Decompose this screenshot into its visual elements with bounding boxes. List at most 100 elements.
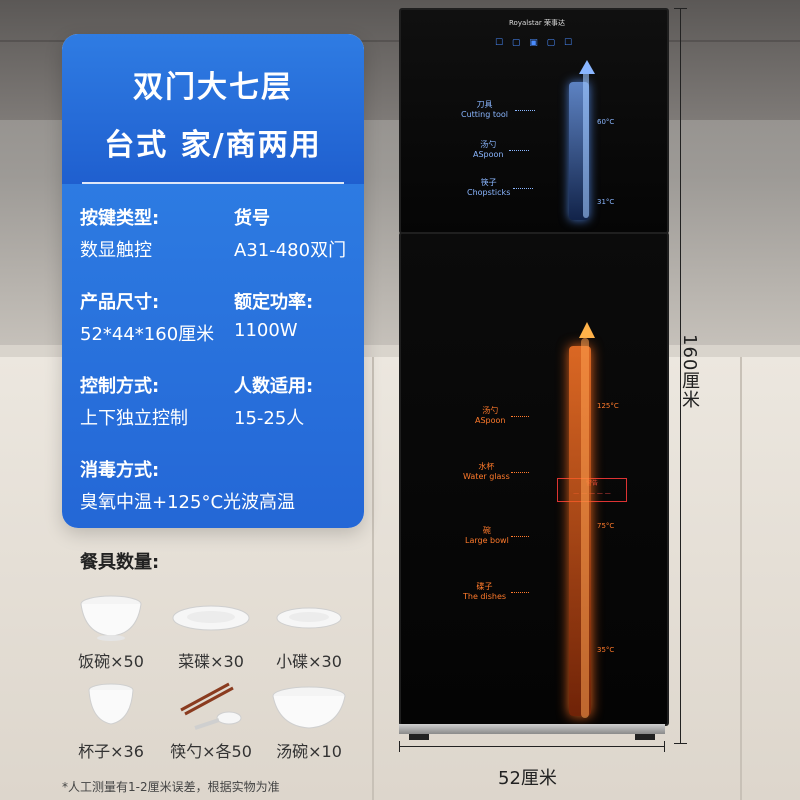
shelf-item-label: 汤勺 ASpoon <box>473 140 504 160</box>
item-en: ASpoon <box>475 416 506 425</box>
tableware-item: 菜碟×30 <box>166 590 256 672</box>
spec-card-header: 双门大七层 台式 家/商两用 <box>62 34 364 184</box>
dimension-cap <box>399 741 400 752</box>
temp-label: 35°C <box>597 646 615 654</box>
warning-text: 警告 <box>585 480 598 487</box>
cabinet-foot <box>635 734 655 740</box>
dotted-leader <box>511 592 529 593</box>
height-label: 160厘米 <box>679 334 700 410</box>
spec-label: 额定功率: <box>234 292 314 313</box>
tableware-item: 饭碗×50 <box>66 590 156 672</box>
item-cn: 刀具 <box>476 100 493 109</box>
touch-panel: ☐ ▢ ▣ ▢ ☐ <box>495 38 576 48</box>
shelf-item-label: 碟子 The dishes <box>463 582 506 602</box>
warning-label: 警告— — — — — <box>557 478 627 502</box>
spec-body: 按键类型: 数显触控 货号 A31-480双门 产品尺寸: 52*44*160厘… <box>62 184 364 528</box>
spec-label: 人数适用: <box>234 376 314 397</box>
item-cn: 水杯 <box>478 462 495 471</box>
shelf-item-label: 刀具 Cutting tool <box>461 100 508 120</box>
cabinet-seam <box>372 357 374 800</box>
spec-value: 1100W <box>234 320 298 341</box>
tableware-item: 小碟×30 <box>264 590 354 672</box>
dotted-leader <box>511 536 529 537</box>
item-en: The dishes <box>463 592 507 601</box>
dotted-leader <box>511 416 529 417</box>
temp-label: 60°C <box>597 118 615 126</box>
item-en: ASpoon <box>473 150 504 159</box>
height-dimension <box>674 8 687 744</box>
cabinet-foot <box>409 734 429 740</box>
spec-cell: 控制方式: 上下独立控制 <box>80 372 188 430</box>
tableware-item: 杯子×36 <box>66 680 156 762</box>
dimension-cap <box>664 741 665 752</box>
spec-cell: 产品尺寸: 52*44*160厘米 <box>80 288 214 346</box>
spec-value: 52*44*160厘米 <box>80 324 215 345</box>
tableware-label: 杯子×36 <box>78 742 144 761</box>
shelf-item-label: 筷子 Chopsticks <box>467 178 510 198</box>
spec-cell: 货号 A31-480双门 <box>234 204 346 262</box>
arrow-up-icon <box>579 322 595 338</box>
arrow-up-icon <box>579 60 595 74</box>
spec-row: 产品尺寸: 52*44*160厘米 额定功率: 1100W <box>80 288 354 348</box>
tableware-item: 筷勺×各50 <box>166 680 256 762</box>
item-en: Chopsticks <box>467 188 511 197</box>
spec-row: 按键类型: 数显触控 货号 A31-480双门 <box>80 204 354 264</box>
dotted-leader <box>509 150 529 151</box>
spec-value: 数显触控 <box>80 240 152 261</box>
rice-bowl-icon <box>71 590 151 644</box>
item-en: Water glass <box>463 472 510 481</box>
spec-value: A31-480双门 <box>234 240 347 261</box>
small-plate-icon <box>269 590 349 644</box>
spec-cell: 人数适用: 15-25人 <box>234 372 313 430</box>
width-label: 52厘米 <box>498 768 557 789</box>
spec-row: 消毒方式: 臭氧中温+125°C光波高温 <box>80 456 354 516</box>
item-en: Cutting tool <box>461 110 508 119</box>
spec-value: 上下独立控制 <box>80 408 188 429</box>
spec-cell: 额定功率: 1100W <box>234 288 313 341</box>
spec-label: 货号 <box>234 208 270 229</box>
spec-label: 控制方式: <box>80 376 160 397</box>
spec-row: 控制方式: 上下独立控制 人数适用: 15-25人 <box>80 372 354 432</box>
dimension-line <box>399 746 665 747</box>
dotted-leader <box>511 472 529 473</box>
dish-plate-icon <box>171 590 251 644</box>
temp-label: 31°C <box>597 198 615 206</box>
bottom-door: 警告— — — — — 125°C 75°C 35°C 汤勺 ASpoon 水杯… <box>399 232 669 726</box>
disinfection-cabinet: Royalstar 荣事达 ☐ ▢ ▣ ▢ ☐ 60°C 31°C 刀具 Cut… <box>399 8 669 740</box>
item-cn: 筷子 <box>480 178 497 187</box>
item-cn: 碟子 <box>476 582 493 591</box>
shelf-item-label: 汤勺 ASpoon <box>475 406 506 426</box>
dimension-cap <box>674 8 687 9</box>
tableware-label: 饭碗×50 <box>78 652 144 671</box>
brand-logo: Royalstar 荣事达 <box>509 19 565 27</box>
tableware-label: 菜碟×30 <box>178 652 244 671</box>
blue-light-tube <box>583 68 589 218</box>
tableware-label: 筷勺×各50 <box>170 742 252 761</box>
tableware-title: 餐具数量: <box>80 552 160 573</box>
cup-icon <box>71 680 151 734</box>
tableware-item: 汤碗×10 <box>264 680 354 762</box>
spec-subtitle: 台式 家/商两用 <box>104 128 322 163</box>
item-cn: 碗 <box>482 526 491 535</box>
tableware-label: 小碟×30 <box>276 652 342 671</box>
cabinet-base-trim <box>399 724 665 734</box>
spec-cell: 消毒方式: 臭氧中温+125°C光波高温 <box>80 456 295 514</box>
item-cn: 汤勺 <box>480 140 497 149</box>
tableware-label: 汤碗×10 <box>276 742 342 761</box>
spec-label: 按键类型: <box>80 208 160 229</box>
orange-light-tube <box>581 338 589 718</box>
cabinet-seam <box>740 357 742 800</box>
dotted-leader <box>515 110 535 111</box>
temp-label: 125°C <box>597 402 619 410</box>
shelf-item-label: 水杯 Water glass <box>463 462 510 482</box>
spec-value: 15-25人 <box>234 408 305 429</box>
measurement-note: *人工测量有1-2厘米误差，根据实物为准 <box>62 780 280 794</box>
dotted-leader <box>513 188 533 189</box>
shelf-item-label: 碗 Large bowl <box>465 526 509 546</box>
chopsticks-spoon-icon <box>171 680 251 734</box>
top-door: Royalstar 荣事达 ☐ ▢ ▣ ▢ ☐ 60°C 31°C 刀具 Cut… <box>399 8 669 234</box>
dimension-cap <box>674 743 687 744</box>
item-en: Large bowl <box>465 536 509 545</box>
item-cn: 汤勺 <box>482 406 499 415</box>
spec-title: 双门大七层 <box>133 70 293 105</box>
